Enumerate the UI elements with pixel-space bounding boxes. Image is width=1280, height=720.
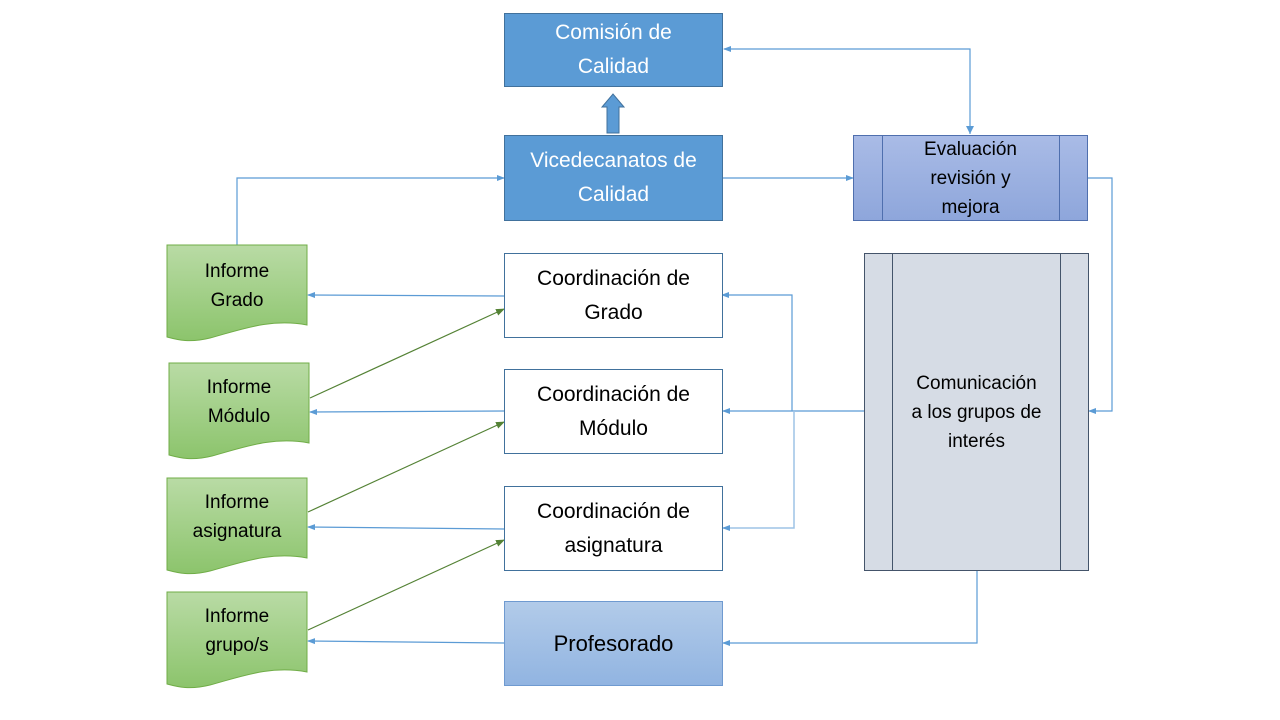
node-vicedecanatos-de-calidad[interactable]: Vicedecanatos de Calidad xyxy=(504,135,723,221)
connector-coord-asignatura-informe xyxy=(307,524,505,531)
connector-informe-modulo-coord-grado xyxy=(309,308,505,399)
document-label: Informe grupo/s xyxy=(204,606,270,656)
node-label: Coordinación de Módulo xyxy=(537,382,690,440)
node-coordinacion-modulo[interactable]: Coordinación de Módulo xyxy=(504,369,723,454)
document-informe-grupos[interactable]: Informe grupo/s xyxy=(167,592,307,684)
document-informe-grado[interactable]: Informe Grado xyxy=(167,245,307,337)
connector-comunicacion-coord-grado xyxy=(721,292,793,411)
node-label: Comisión de Calidad xyxy=(555,21,672,78)
connector-informe-asignatura-coord-modulo xyxy=(307,421,505,513)
node-label: Coordinación de Grado xyxy=(537,266,690,324)
node-comunicacion-grupos-interes[interactable]: Comunicación a los grupos de interés xyxy=(864,253,1089,571)
node-label: Comunicación a los grupos de interés xyxy=(911,372,1042,452)
connector-informe-grado-vicedecanatos xyxy=(236,175,505,245)
connector-comunicacion-profesorado xyxy=(722,570,978,646)
node-label: Vicedecanatos de Calidad xyxy=(530,149,697,206)
document-label: Informe asignatura xyxy=(192,492,282,542)
connector-evaluacion-comision xyxy=(723,46,971,134)
process-bar-right xyxy=(1059,136,1060,220)
connector-comunicacion-coord-asignatura xyxy=(722,411,795,531)
document-informe-modulo[interactable]: Informe Módulo xyxy=(169,363,309,455)
node-label: Evaluación revisión y mejora xyxy=(924,138,1017,218)
node-label: Coordinación de asignatura xyxy=(537,499,690,557)
connector-evaluacion-comunicacion xyxy=(1087,177,1113,414)
node-comision-de-calidad[interactable]: Comisión de Calidad xyxy=(504,13,723,87)
node-evaluacion-revision-mejora[interactable]: Evaluación revisión y mejora xyxy=(853,135,1088,221)
node-profesorado[interactable]: Profesorado xyxy=(504,601,723,686)
process-bar-left xyxy=(882,136,883,220)
process-bar-left xyxy=(892,254,893,570)
connector-coord-modulo-informe xyxy=(309,408,505,415)
document-label: Informe Grado xyxy=(204,261,270,311)
node-label: Profesorado xyxy=(553,630,674,656)
node-coordinacion-grado[interactable]: Coordinación de Grado xyxy=(504,253,723,338)
process-bar-right xyxy=(1060,254,1061,570)
node-coordinacion-asignatura[interactable]: Coordinación de asignatura xyxy=(504,486,723,571)
connector-informe-grupos-coord-asignatura xyxy=(307,539,505,631)
connector-profesorado-informe xyxy=(307,638,505,645)
block-arrow-up xyxy=(600,93,626,134)
document-label: Informe Módulo xyxy=(206,377,272,427)
connector-coord-grado-informe xyxy=(307,292,505,299)
document-informe-asignatura[interactable]: Informe asignatura xyxy=(167,478,307,570)
